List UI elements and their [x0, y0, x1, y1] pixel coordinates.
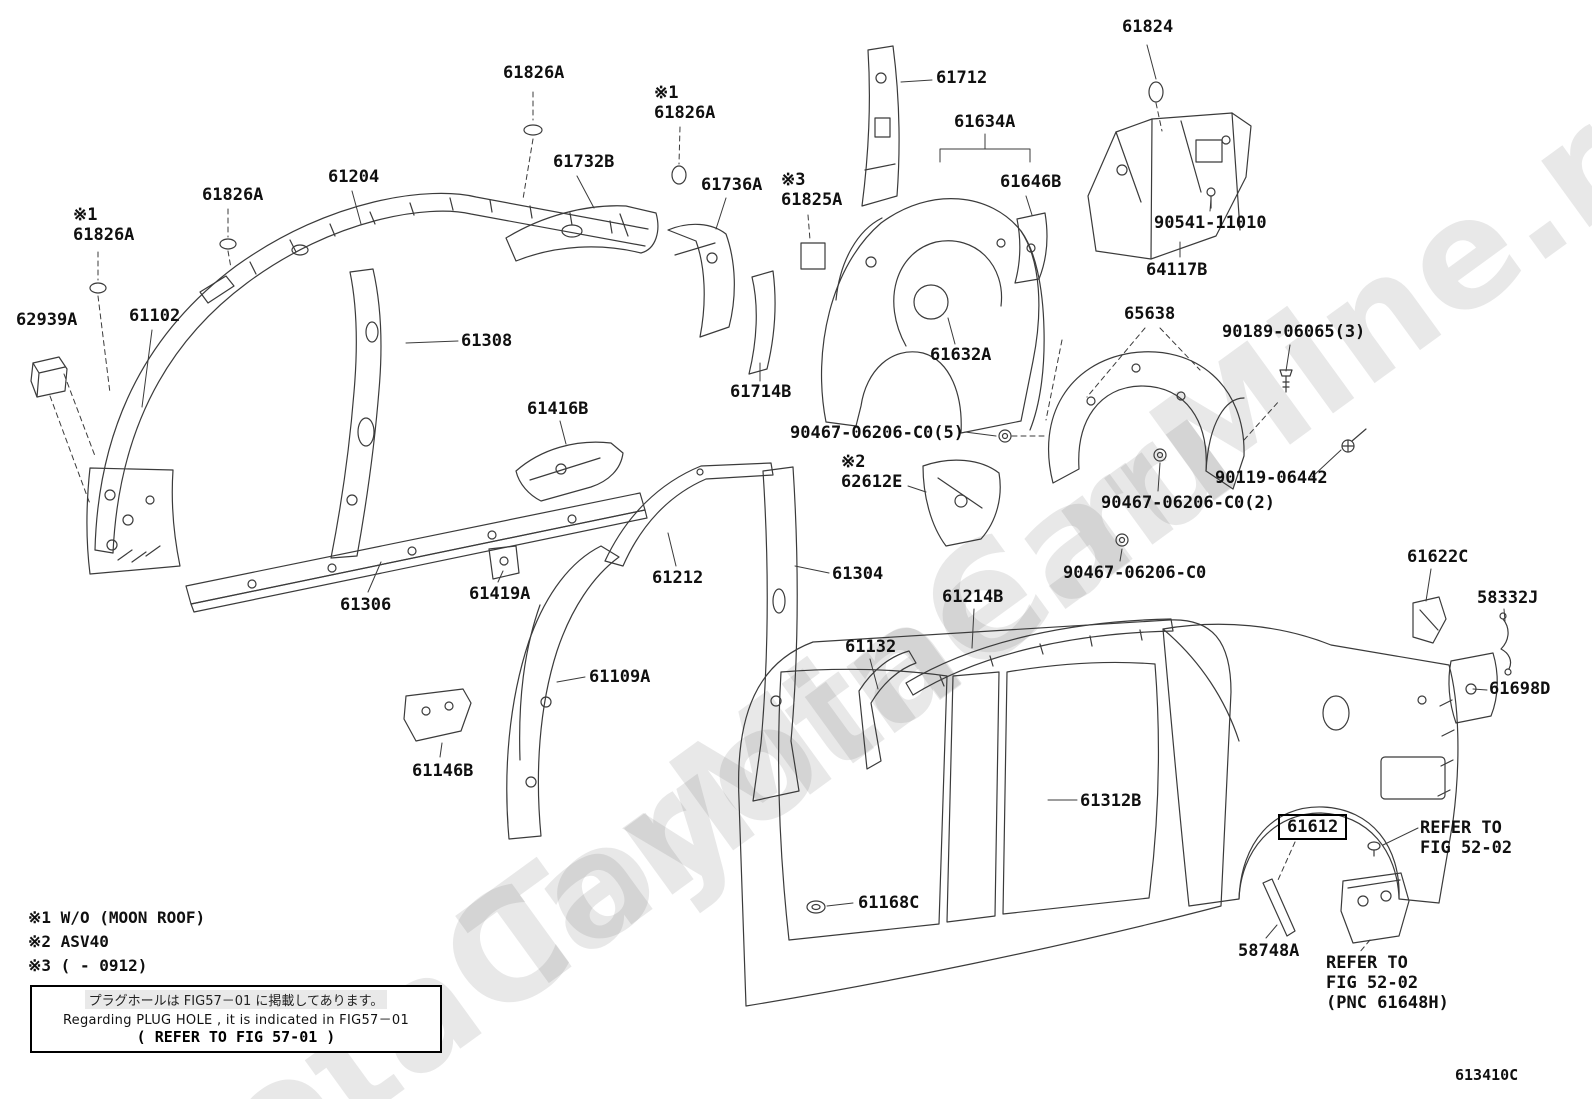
art-roof-side-rail-61732b — [505, 205, 659, 262]
note-english: Regarding PLUG HOLE , it is indicated in… — [62, 1013, 410, 1028]
part-label-90467-06206-c0-5: 90467-06206-C0(5) — [790, 423, 964, 443]
part-label-61304: 61304 — [832, 564, 884, 584]
art-pillar-61736a — [667, 223, 735, 338]
part-label-90541-11010: 90541-11010 — [1154, 213, 1267, 233]
art-quarter-outer-61612 — [1162, 623, 1459, 907]
art-bracket-61419a — [488, 545, 520, 580]
leader-lines — [141, 44, 1506, 939]
part-label-58332j: 58332J — [1477, 588, 1539, 608]
part-label-61146b: 61146B — [412, 761, 474, 781]
part-label-61308: 61308 — [461, 331, 513, 351]
part-label-61419a: 61419A — [469, 584, 531, 604]
art-quarter-inner-61632a — [820, 198, 1045, 434]
part-label-61732b: 61732B — [553, 152, 615, 172]
part-label-90467-06206-c0: 90467-06206-C0 — [1063, 563, 1207, 583]
art-strip-61132 — [858, 650, 917, 770]
part-label-61824: 61824 — [1122, 17, 1174, 37]
part-label-61204: 61204 — [328, 167, 380, 187]
note-refer: ( REFER TO FIG 57-01 ) — [136, 1028, 336, 1046]
part-label-61634a: 61634A — [954, 112, 1016, 132]
art-fender-liner-65638 — [1048, 351, 1245, 490]
footnote-3: ※3 ( - 0912) — [28, 956, 148, 975]
art-protector-58748a — [1262, 878, 1296, 937]
part-label-61632a: 61632A — [930, 345, 992, 365]
part-label-62939a: 62939A — [16, 310, 78, 330]
footnotes: ※1 W/O (MOON ROOF) ※2 ASV40 ※3 ( - 0912) — [28, 906, 205, 978]
part-label-61622c: 61622C — [1407, 547, 1469, 567]
part-label-61102: 61102 — [129, 306, 181, 326]
art-pillar-61304 — [752, 466, 800, 802]
art-pillar-61109a — [506, 545, 620, 840]
part-label-61712: 61712 — [936, 68, 988, 88]
art-bracket-61646b — [1014, 212, 1048, 284]
part-label-61826a-top: 61826A — [503, 63, 565, 83]
art-bracket-61146b — [403, 688, 472, 742]
art-wire-58332j — [1499, 612, 1512, 676]
part-label-58748a: 58748A — [1238, 941, 1300, 961]
part-label-61736a: 61736A — [701, 175, 763, 195]
art-pillar-61212 — [604, 462, 774, 567]
art-bracket-61648h — [1340, 872, 1410, 944]
part-label-64117b: 64117B — [1146, 260, 1208, 280]
art-pillar-61712 — [861, 45, 900, 207]
part-label-65638: 65638 — [1124, 304, 1176, 324]
note-japanese: プラグホールは FIG57－01 に掲載してあります。 — [84, 990, 388, 1009]
footnote-1: ※1 W/O (MOON ROOF) — [28, 908, 206, 927]
part-label-61212: 61212 — [652, 568, 704, 588]
part-label-61646b: 61646B — [1000, 172, 1062, 192]
part-label-61214b: 61214B — [942, 587, 1004, 607]
part-label-90119-06442: 90119-06442 — [1215, 468, 1328, 488]
footnote-2: ※2 ASV40 — [28, 932, 109, 951]
art-roof-rail-61214b — [905, 618, 1174, 696]
part-label-61416b: 61416B — [527, 399, 589, 419]
art-clip — [1367, 841, 1381, 857]
part-label-61826a-mid: 61826A — [202, 185, 264, 205]
part-label-61698d: 61698D — [1489, 679, 1551, 699]
art-assembly-64117b — [1087, 81, 1252, 260]
part-label-61612-highlighted: 61612 — [1278, 814, 1348, 841]
part-label-61109a: 61109A — [589, 667, 651, 687]
plug-hole-note-box: プラグホールは FIG57－01 に掲載してあります。 Regarding PL… — [30, 985, 442, 1053]
art-bracket-61416b — [515, 441, 624, 502]
figure-code: 613410C — [1455, 1066, 1519, 1084]
art-box-62939a — [30, 356, 68, 398]
art-grommet-61168c — [806, 900, 826, 914]
art-panel-62612e — [922, 459, 1001, 547]
art-bracket-61622c — [1412, 596, 1447, 644]
part-label-61714b: 61714B — [730, 382, 792, 402]
part-label-61132: 61132 — [845, 637, 897, 657]
part-label-61312b: 61312B — [1080, 791, 1142, 811]
art-side-outer-61312b — [737, 619, 1232, 1007]
art-strip-61714b — [748, 270, 776, 375]
dashed-leader-lines — [49, 91, 1371, 954]
part-label-61306: 61306 — [340, 595, 392, 615]
part-label-90189-06065: 90189-06065(3) — [1222, 322, 1366, 342]
art-grommets-61826a — [89, 124, 826, 294]
part-label-61168c: 61168C — [858, 893, 920, 913]
art-fasteners — [998, 187, 1367, 547]
art-side-inner-panel — [86, 192, 649, 613]
part-label-90467-06206-c0-2: 90467-06206-C0(2) — [1101, 493, 1275, 513]
